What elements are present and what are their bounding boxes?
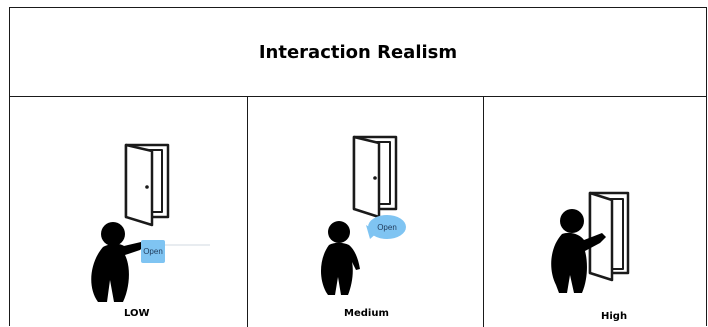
speech-bubble: Open bbox=[366, 215, 406, 239]
person-icon bbox=[321, 221, 360, 295]
table-header: Interaction Realism bbox=[10, 8, 706, 97]
medium-illustration: Open bbox=[248, 97, 484, 327]
realism-table: Interaction Realism Open LOW bbox=[9, 7, 707, 326]
column-medium: Open Medium bbox=[248, 97, 484, 327]
person-icon bbox=[91, 222, 144, 302]
bubble-text-medium: Open bbox=[377, 223, 397, 232]
high-illustration bbox=[484, 97, 706, 327]
column-high: High bbox=[484, 97, 706, 327]
open-label-bubble: Open bbox=[141, 240, 210, 263]
low-illustration: Open bbox=[10, 97, 248, 327]
door-icon bbox=[126, 145, 168, 225]
door-icon bbox=[354, 137, 396, 217]
caption-low: LOW bbox=[124, 308, 150, 319]
caption-high: High bbox=[601, 311, 627, 322]
page-title: Interaction Realism bbox=[259, 42, 457, 63]
bubble-text-low: Open bbox=[143, 247, 163, 256]
caption-medium: Medium bbox=[344, 308, 389, 319]
column-low: Open LOW bbox=[10, 97, 248, 327]
